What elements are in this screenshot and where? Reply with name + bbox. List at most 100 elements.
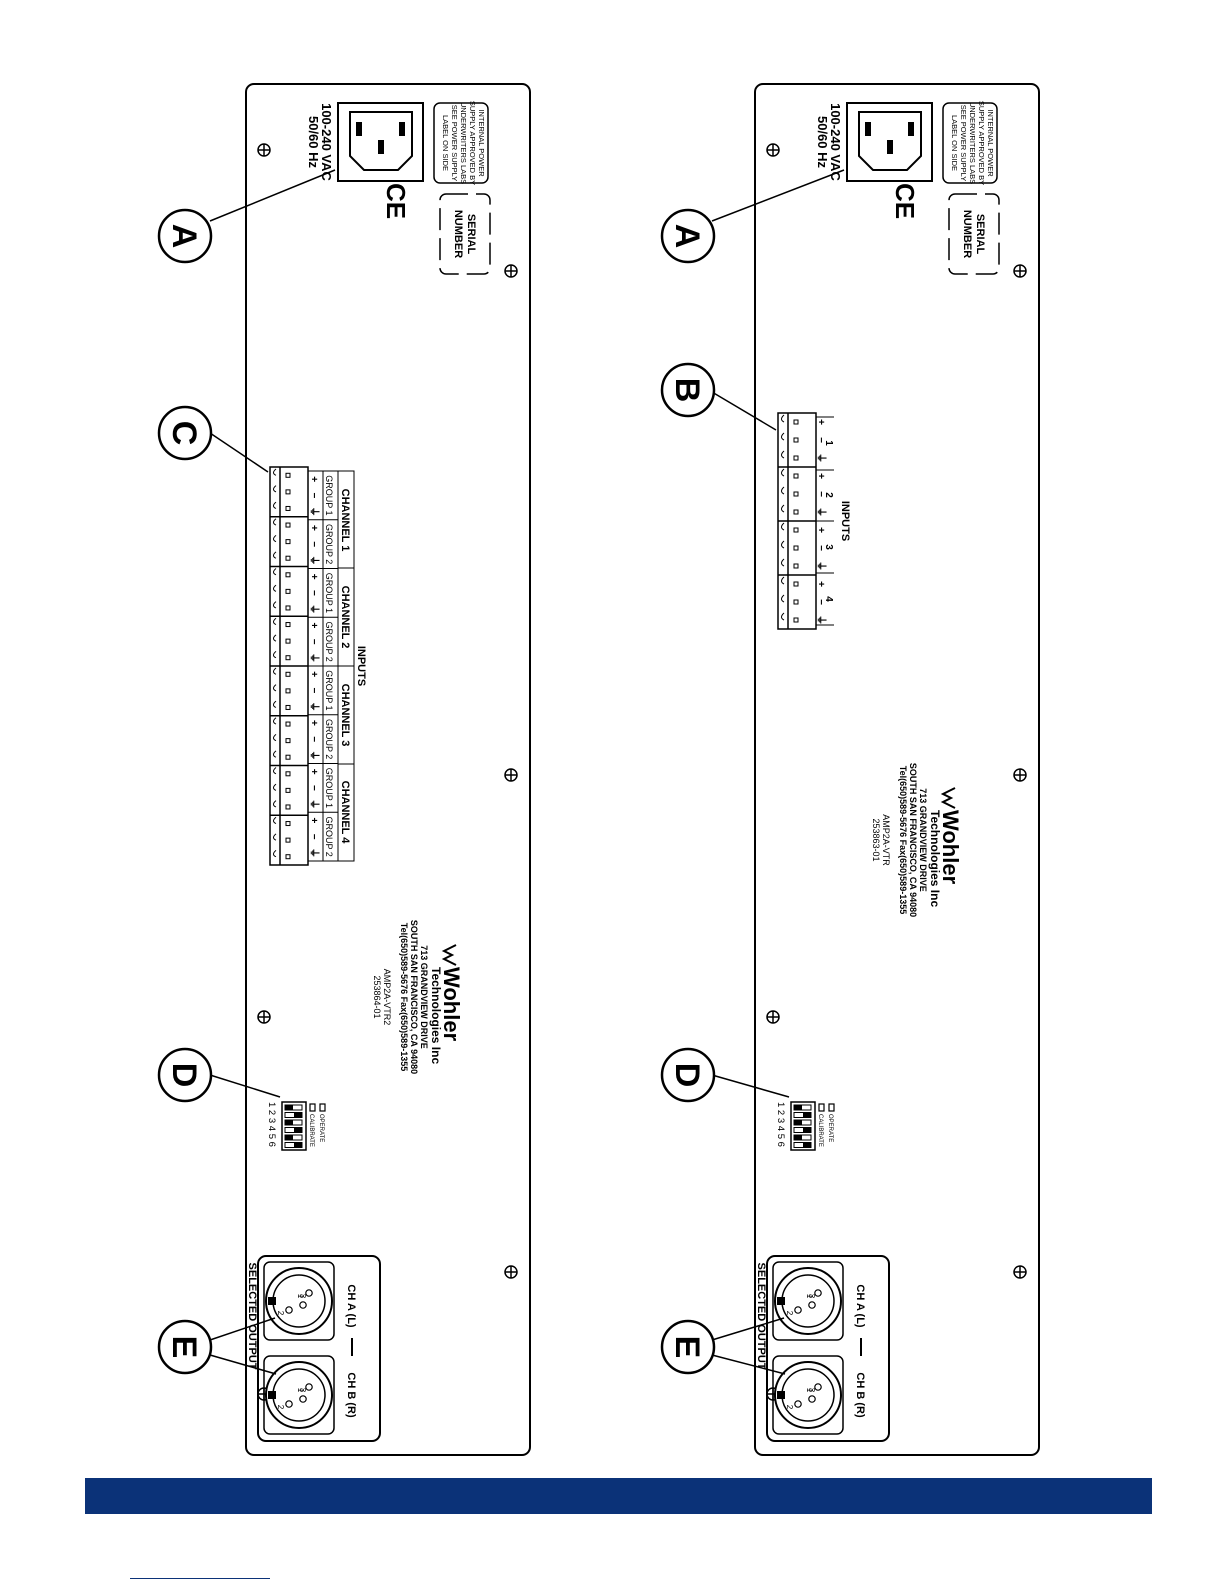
xlr-pin-number: 1 bbox=[296, 1388, 305, 1393]
xlr-pin-number: 2 bbox=[276, 1311, 285, 1316]
panel-left: 100-240 VAC 50/60 Hz CE INTERNAL POWER S… bbox=[157, 83, 531, 1456]
terminal-sign: + bbox=[815, 419, 826, 425]
terminal-pin bbox=[285, 622, 291, 628]
terminal-pin bbox=[285, 804, 291, 810]
screw-icon bbox=[504, 264, 518, 278]
terminal-pin bbox=[285, 671, 291, 677]
xlr-connector: 1 2 3 bbox=[265, 1267, 333, 1335]
group-label: GROUP 1 bbox=[324, 475, 334, 515]
power-frequency: 50/60 Hz bbox=[306, 116, 321, 169]
xlr-pin bbox=[305, 1289, 313, 1297]
xlr-pin-number: 1 bbox=[296, 1294, 305, 1299]
input-number: 1 bbox=[823, 440, 834, 446]
terminal-sign: + bbox=[815, 473, 826, 479]
terminal-sign: − bbox=[308, 785, 319, 791]
dip-numbers: 1 2 3 4 5 6 bbox=[775, 1102, 786, 1147]
supply-note-line: UNDERWRITERS LABS bbox=[968, 102, 977, 184]
group-label: GROUP 1 bbox=[324, 670, 334, 710]
group-label: GROUP 2 bbox=[324, 524, 334, 564]
output-ch-b: CH B (R) bbox=[854, 1372, 866, 1418]
group-label: GROUP 2 bbox=[324, 816, 334, 856]
terminal-sign: ⏚ bbox=[308, 750, 320, 760]
part-number: 253863-01 bbox=[871, 818, 881, 861]
channel-label: CHANNEL 2 bbox=[339, 586, 351, 649]
terminal-sign: + bbox=[308, 817, 319, 823]
supply-note-line: INTERNAL POWER bbox=[986, 109, 995, 177]
serial-label: SERIAL bbox=[465, 214, 477, 255]
terminal-sign: + bbox=[308, 525, 319, 531]
xlr-pin bbox=[285, 1400, 293, 1408]
terminal-sign: ⏚ bbox=[308, 604, 320, 614]
supply-note-line: SEE POWER SUPPLY bbox=[959, 105, 968, 182]
terminal-pin bbox=[793, 419, 799, 425]
selected-output-label: SELECTED OUTPUT bbox=[246, 1263, 258, 1370]
calibrate-label: CALIBRATE bbox=[817, 1114, 823, 1147]
panel-left-outline bbox=[245, 83, 531, 1456]
screw-icon bbox=[1013, 768, 1027, 782]
xlr-pin-number: 2 bbox=[276, 1405, 285, 1410]
input-labels-grid bbox=[307, 470, 355, 862]
terminal-sign-labels: +−⏚+−⏚+−⏚+−⏚+−⏚+−⏚+−⏚+−⏚ bbox=[308, 476, 320, 858]
callouts-right bbox=[660, 169, 845, 1375]
xlr-pin-number: 3 bbox=[298, 1294, 307, 1299]
company-address: SOUTH SAN FRANCISCO, CA 94080 bbox=[908, 763, 918, 917]
company-name: Wohler bbox=[938, 810, 963, 885]
company-subname: Technologies Inc bbox=[928, 810, 942, 907]
callout-a: A bbox=[668, 224, 706, 249]
callout-c-circle bbox=[157, 405, 213, 461]
xlr-connector: 123 bbox=[774, 1267, 842, 1335]
selected-output-label: SELECTED OUTPUT bbox=[755, 1263, 767, 1370]
operate-indicator bbox=[319, 1103, 326, 1112]
wohler-logo-icon bbox=[441, 944, 457, 966]
wohler-logo-icon bbox=[940, 787, 956, 809]
terminal-sign: ⏚ bbox=[308, 848, 320, 858]
serial-label: SERIAL bbox=[974, 214, 986, 255]
terminal-sign: ⏚ bbox=[308, 507, 320, 517]
terminal-sign: − bbox=[308, 736, 319, 742]
dip-numbers: 1 2 3 4 5 6 bbox=[266, 1102, 277, 1147]
terminal-pin bbox=[793, 545, 799, 551]
callout-a: A bbox=[165, 224, 203, 249]
serial-label: NUMBER bbox=[961, 210, 973, 258]
input-number: 2 bbox=[823, 492, 834, 498]
terminal-pin bbox=[793, 473, 799, 479]
callout-d-circle bbox=[660, 1047, 716, 1103]
callout-e-circle bbox=[660, 1319, 716, 1375]
callout-e: E bbox=[165, 1336, 203, 1359]
terminal-sign: ⏚ bbox=[815, 507, 827, 517]
operate-label: OPERATE bbox=[318, 1114, 324, 1142]
terminal-pin bbox=[793, 491, 799, 497]
footer-bar bbox=[85, 1478, 1152, 1514]
terminal-pin bbox=[285, 704, 291, 710]
terminal-sign: ⏚ bbox=[308, 702, 320, 712]
inputs-title: INPUTS bbox=[839, 501, 851, 541]
xlr-connector: 123 bbox=[265, 1361, 333, 1429]
callouts-left bbox=[157, 169, 336, 1375]
terminal-sign: ⏚ bbox=[815, 453, 827, 463]
serial-number-box bbox=[948, 193, 1000, 275]
part-number: 253864-01 bbox=[372, 975, 382, 1018]
xlr-pin bbox=[299, 1395, 307, 1403]
callout-c: C bbox=[165, 421, 203, 446]
calibrate-label: CALIBRATE bbox=[308, 1114, 314, 1147]
supply-note-line: SEE POWER SUPPLY bbox=[450, 105, 459, 182]
terminal-pin bbox=[285, 522, 291, 528]
terminal-sign: ⏚ bbox=[815, 561, 827, 571]
xlr-pin bbox=[299, 1301, 307, 1309]
company-name: Wohler bbox=[439, 967, 464, 1042]
xlr-pin-number: 3 bbox=[807, 1294, 816, 1299]
xlr-pin bbox=[285, 1306, 293, 1314]
terminal-sign: − bbox=[308, 492, 319, 498]
screw-icon bbox=[257, 1010, 271, 1024]
terminal-sign: + bbox=[308, 574, 319, 580]
output-ch-b: CH B (R) bbox=[345, 1372, 357, 1418]
power-inlet bbox=[337, 102, 424, 182]
input-terminal-block-4ch bbox=[777, 412, 817, 630]
terminal-pin bbox=[793, 599, 799, 605]
terminal-sign: − bbox=[308, 639, 319, 645]
input-number: 3 bbox=[823, 544, 834, 550]
callout-a-circle bbox=[157, 208, 213, 264]
power-voltage: 100-240 VAC bbox=[319, 103, 334, 181]
terminal-pin bbox=[793, 437, 799, 443]
